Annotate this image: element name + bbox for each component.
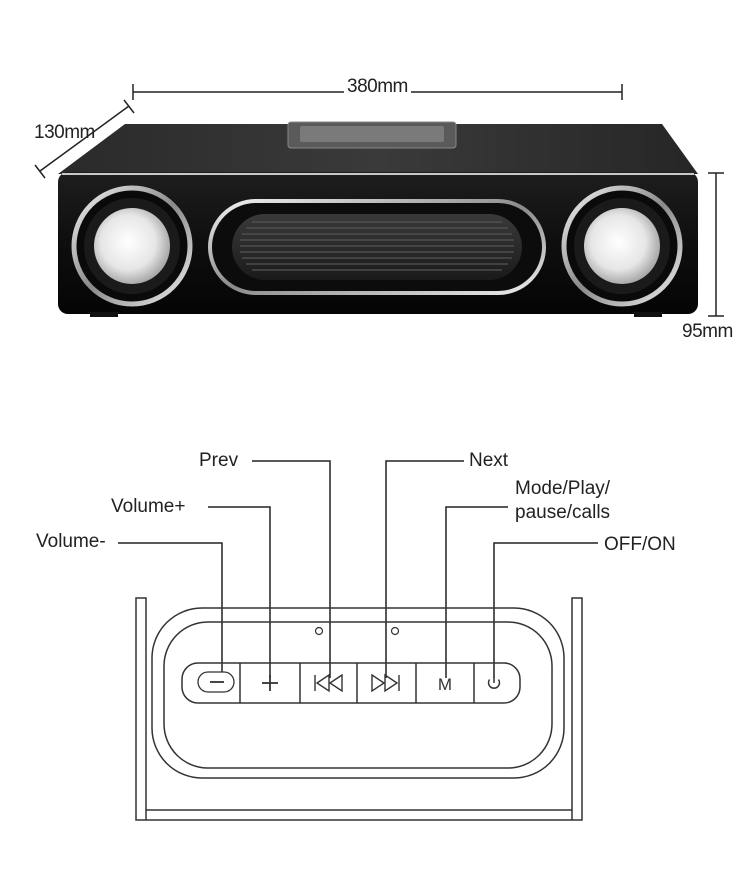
center-grill: [208, 199, 546, 295]
speaker-top-surface: [58, 124, 698, 174]
skip-back-icon: [314, 673, 343, 693]
next-label: Next: [469, 450, 509, 471]
volume-down-label: Volume-: [36, 531, 106, 552]
power-label: OFF/ON: [604, 534, 676, 555]
right-speaker-driver: [561, 185, 683, 307]
volume-up-label: Volume+: [111, 496, 186, 517]
power-icon: [487, 676, 501, 689]
indicator-led-right: [390, 626, 400, 636]
button-strip: [181, 662, 521, 704]
mode-label-line1: Mode/Play/: [515, 478, 611, 499]
depth-dimension-label: 130mm: [34, 122, 95, 143]
mode-leader-line: [445, 506, 508, 678]
skip-forward-icon: [371, 673, 400, 693]
height-dimension-label: 95mm: [682, 321, 733, 342]
mode-glyph: M: [438, 675, 452, 694]
volume-up-button[interactable]: [242, 665, 298, 701]
indicator-led-left: [314, 626, 324, 636]
power-leader-line: [493, 542, 598, 678]
plus-icon: [262, 675, 278, 691]
volume-up-leader-line: [208, 506, 271, 678]
power-button[interactable]: [476, 665, 516, 701]
mode-label-line2: pause/calls: [515, 502, 611, 523]
volume-down-leader-line: [118, 542, 223, 678]
next-leader-line: [385, 460, 464, 678]
speaker-illustration: [34, 84, 724, 317]
mode-button[interactable]: M: [418, 665, 472, 701]
speaker-foot-left: [90, 312, 118, 317]
width-dimension-label: 380mm: [344, 76, 411, 98]
next-button[interactable]: [359, 665, 414, 701]
speaker-foot-right: [634, 312, 662, 317]
height-dimension-line: [708, 172, 724, 317]
depth-dimension-line: [34, 99, 135, 179]
prev-leader-line: [252, 460, 331, 678]
left-speaker-driver: [71, 185, 193, 307]
prev-label: Prev: [199, 450, 239, 471]
prev-button[interactable]: [302, 665, 355, 701]
volume-down-button[interactable]: [197, 671, 235, 693]
panel-housing: [135, 597, 583, 821]
